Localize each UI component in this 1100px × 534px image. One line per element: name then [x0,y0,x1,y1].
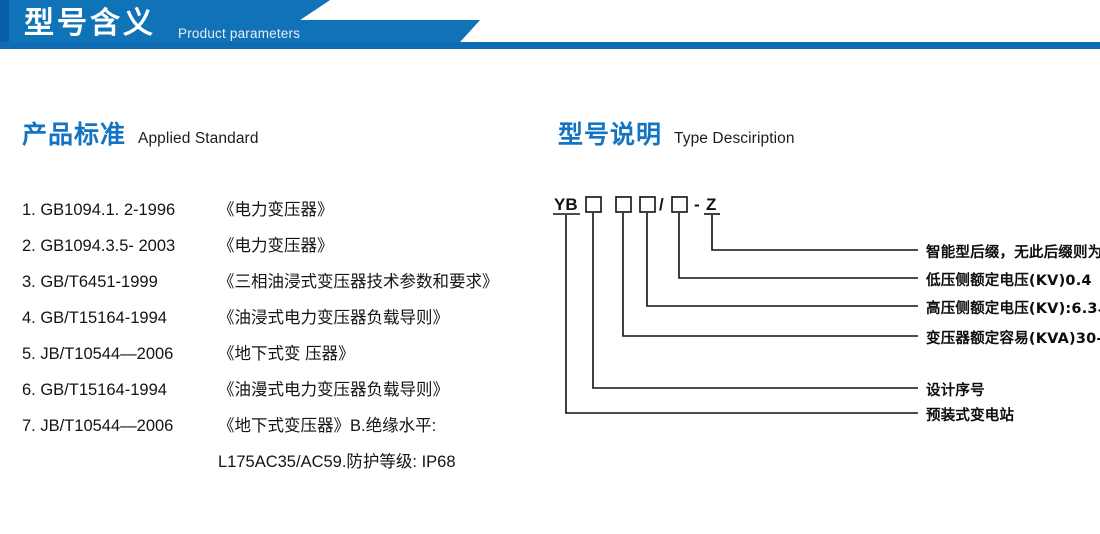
standard-code: 3. GB/T6451-1999 [22,273,158,291]
leader-line-capacity [622,213,918,337]
code-prefix-yb: YB [554,195,578,214]
standard-code: 4. GB/T15164-1994 [22,309,167,327]
standard-list: 1. GB1094.1. 2-1996 《电力变压器》 2. GB1094.3.… [22,192,542,480]
leader-line-lv [678,213,918,279]
code-box-station [585,196,602,213]
standard-code: 5. JB/T10544—2006 [22,345,174,363]
standard-title-continued: L175AC35/AC59.防护等级: IP68 [218,453,456,471]
leader-line-design-no [592,213,918,389]
code-slash: / [659,195,664,214]
section-heading-type: 型号说明 Type Desciription [558,115,795,151]
standard-code: 7. JB/T10544—2006 [22,417,174,435]
list-item-continuation: L175AC35/AC59.防护等级: IP68 [22,444,542,480]
standard-title: 《油漫式电力变压器负载导则》 [218,381,449,399]
standard-code: 2. GB1094.3.5- 2003 [22,237,176,255]
standard-code: 6. GB/T15164-1994 [22,381,167,399]
list-item: 3. GB/T6451-1999 《三相油浸式变压器技术参数和要求》 [22,264,542,300]
code-dash: - [694,195,700,214]
standard-title: 《油浸式电力变压器负载导则》 [218,309,449,327]
standard-title: 《电力变压器》 [218,237,334,255]
callout-label-design-no: 设计序号 [926,383,985,399]
type-diagram-drawing: YB / - Z [553,195,918,414]
code-box-design-no [615,196,632,213]
callout-label-hv: 高压侧额定电压(KV):6.3、12 [926,301,1100,317]
list-item: 4. GB/T15164-1994 《油浸式电力变压器负载导则》 [22,300,542,336]
banner-shape [0,0,1100,49]
standard-code: 1. GB1094.1. 2-1996 [22,201,176,219]
callout-label-lv: 低压侧额定电压(KV)0.4 [926,273,1092,289]
standard-title: 《地下式变 压器》 [218,345,355,363]
list-item: 2. GB1094.3.5- 2003 《电力变压器》 [22,228,542,264]
section-heading-standard-cn: 产品标准 [22,120,127,149]
banner-left-accent [0,0,9,42]
list-item: 5. JB/T10544—2006 《地下式变 压器》 [22,336,542,372]
section-heading-standard: 产品标准 Applied Standard [22,115,259,151]
banner-main-shape [0,0,480,42]
standard-title: 《电力变压器》 [218,201,334,219]
type-code-diagram: YB / - Z 智能型后缀，无此后缀则为普通地埋变 低压侧额定电压(KV)0.… [548,188,1100,438]
leader-line-station [565,215,918,414]
standard-title: 《三相油浸式变压器技术参数和要求》 [218,273,499,291]
banner-bottom-bar [0,42,1100,49]
code-box-hv [671,196,688,213]
list-item: 7. JB/T10544—2006 《地下式变压器》B.绝缘水平: [22,408,542,444]
standard-title: 《地下式变压器》B.绝缘水平: [218,417,437,435]
callout-label-suffix: 智能型后缀，无此后缀则为普通地埋变 [926,245,1100,261]
page-header-banner: 型号含义 Product parameters [0,0,1100,55]
code-box-capacity [639,196,656,213]
code-suffix-z: Z [706,195,716,214]
list-item: 6. GB/T15164-1994 《油漫式电力变压器负载导则》 [22,372,542,408]
callout-label-capacity: 变压器额定容易(KVA)30-1000 [926,331,1100,347]
section-heading-type-cn: 型号说明 [558,120,663,149]
section-heading-standard-en: Applied Standard [138,130,259,147]
leader-line-suffix [711,215,918,251]
banner-subtitle: Product parameters [178,26,301,41]
section-heading-type-en: Type Desciription [674,130,795,147]
list-item: 1. GB1094.1. 2-1996 《电力变压器》 [22,192,542,228]
leader-line-hv [646,213,918,307]
callout-label-station: 预装式变电站 [926,408,1015,424]
banner-title: 型号含义 [24,6,156,41]
